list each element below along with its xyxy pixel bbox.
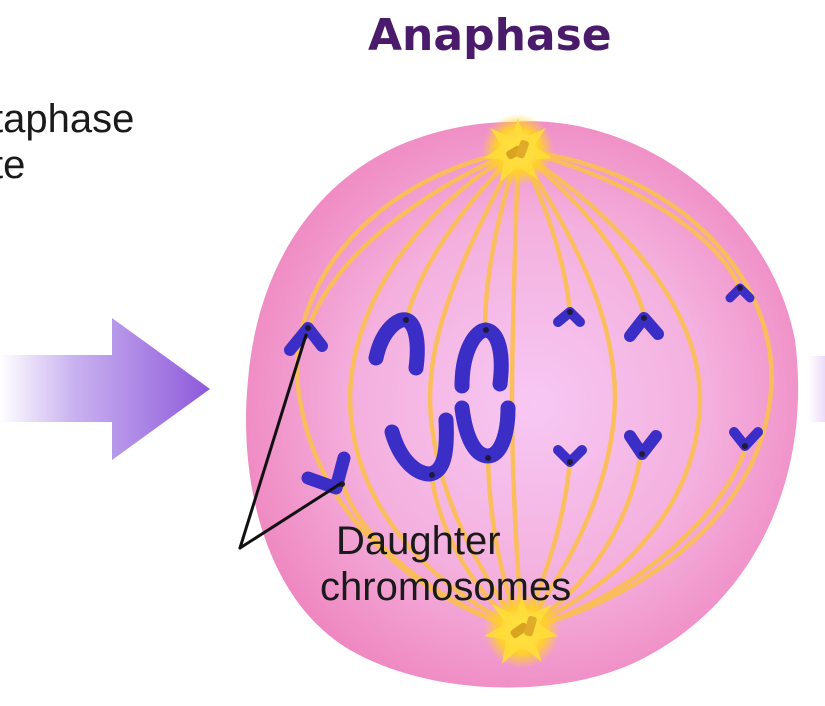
previous-phase-label-line1: taphase xyxy=(0,97,135,141)
centrosome-top xyxy=(482,114,554,186)
centrosome-bottom xyxy=(484,592,560,668)
progress-arrow-out xyxy=(808,356,825,422)
callout-label-line2: chromosomes xyxy=(320,565,572,609)
page-title: Anaphase xyxy=(368,10,612,61)
callout-label-line1: Daughter xyxy=(336,519,501,563)
previous-phase-label-line2: te xyxy=(0,143,26,187)
kinetochores xyxy=(305,285,748,487)
callout-pointer xyxy=(238,333,342,550)
progress-arrow-in xyxy=(0,318,210,460)
